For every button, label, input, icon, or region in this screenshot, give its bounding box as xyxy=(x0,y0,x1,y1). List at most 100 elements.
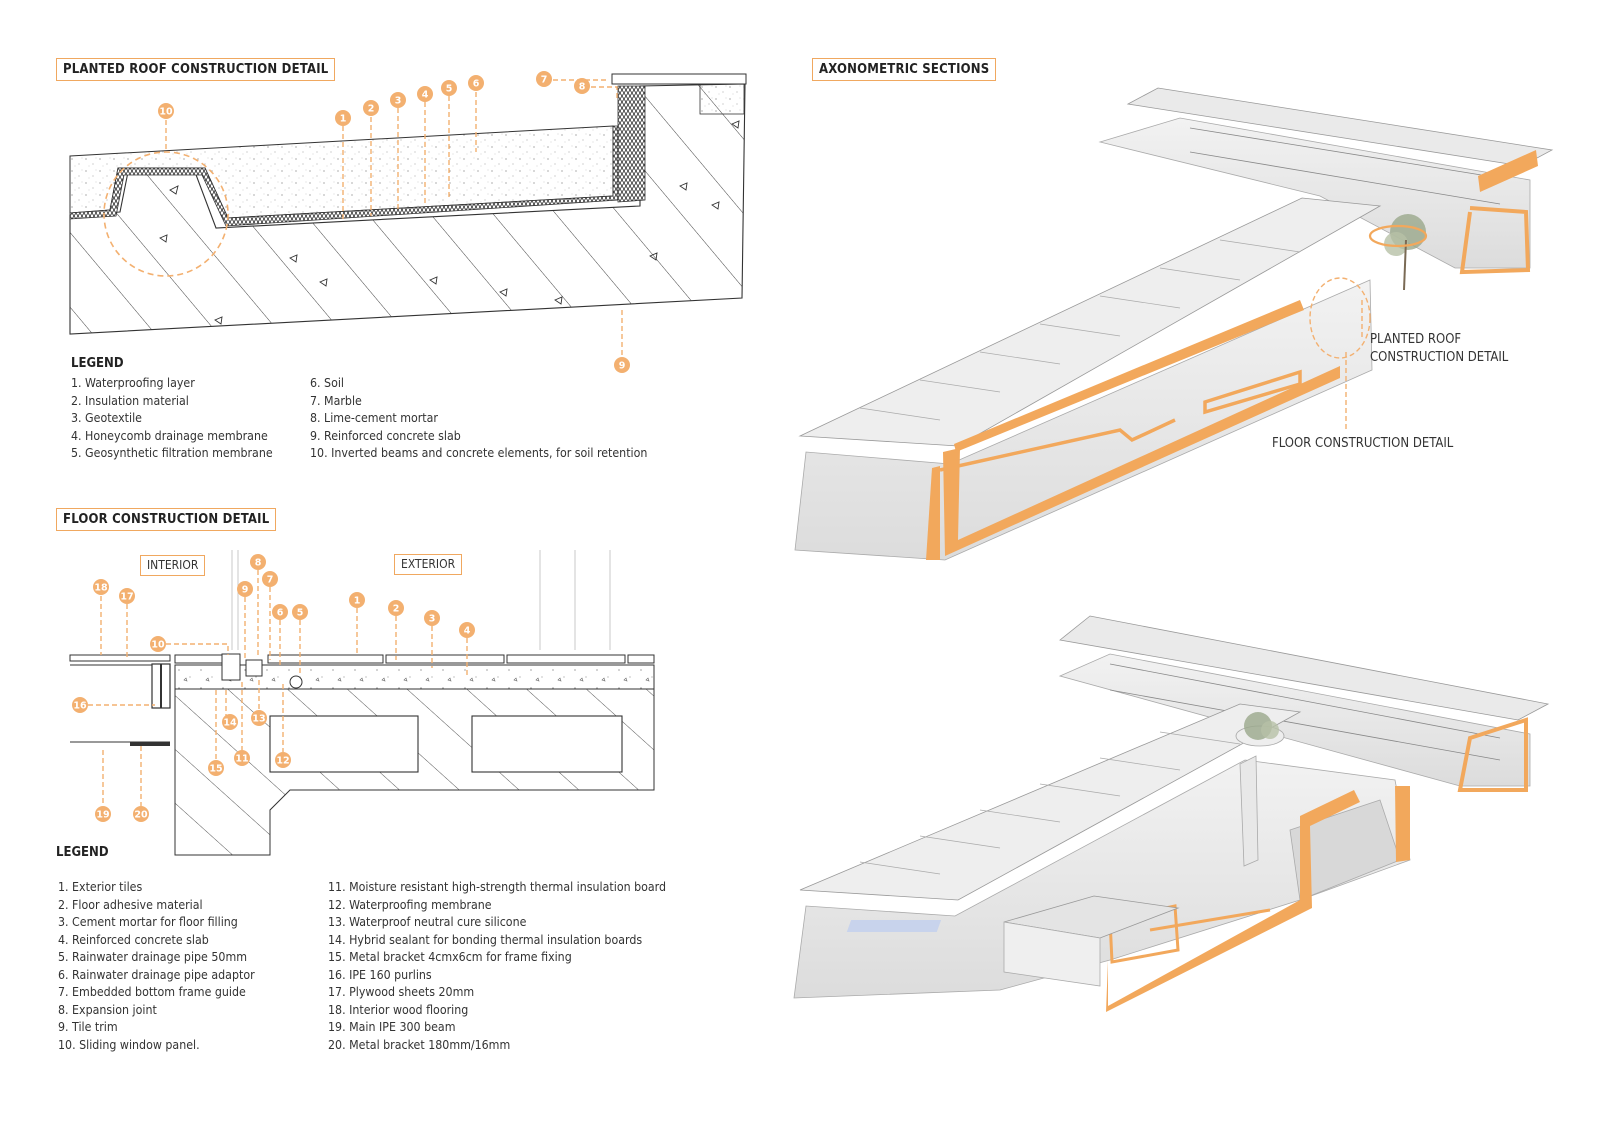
floor-badge-19: 19 xyxy=(95,806,111,822)
roof-badge-4: 4 xyxy=(417,86,433,102)
floor-badge-20: 20 xyxy=(133,806,149,822)
legend-item: 4. Honeycomb drainage membrane xyxy=(71,428,268,443)
floor-badge-17: 17 xyxy=(119,588,135,604)
legend-item: 8. Lime-cement mortar xyxy=(310,411,438,425)
svg-text:20: 20 xyxy=(134,810,148,821)
floor-badge-16: 16 xyxy=(72,697,88,713)
legend-item: 7. Embedded bottom frame guide xyxy=(58,985,246,999)
svg-text:13: 13 xyxy=(252,714,265,725)
svg-text:4: 4 xyxy=(464,626,471,637)
exterior-label: EXTERIOR xyxy=(394,554,463,575)
floor-badge-13: 13 xyxy=(251,710,267,726)
legend-item: 16. IPE 160 purlins xyxy=(328,967,432,982)
svg-text:10: 10 xyxy=(151,640,165,651)
callout-roof-detail: PLANTED ROOF CONSTRUCTION DETAIL xyxy=(1370,331,1508,367)
legend-item: 11. Moisture resistant high-strength the… xyxy=(328,880,667,894)
floor-badge-18: 18 xyxy=(93,579,109,595)
floor-badge-8: 8 xyxy=(250,554,266,570)
floor-badge-3: 3 xyxy=(424,610,440,626)
svg-text:17: 17 xyxy=(120,592,133,603)
legend-item: 8. Expansion joint xyxy=(58,1002,157,1017)
legend-item: 18. Interior wood flooring xyxy=(328,1002,469,1017)
svg-text:9: 9 xyxy=(619,361,626,372)
axo-section-upper xyxy=(794,87,1554,561)
svg-text:19: 19 xyxy=(96,810,109,821)
floor-badge-11: 11 xyxy=(234,750,250,766)
svg-text:10: 10 xyxy=(159,107,173,118)
svg-text:8: 8 xyxy=(579,82,586,93)
floor-badge-10: 10 xyxy=(150,636,166,652)
svg-text:6: 6 xyxy=(277,608,284,619)
svg-text:5: 5 xyxy=(297,608,304,619)
legend-item: 13. Waterproof neutral cure silicone xyxy=(328,915,527,929)
legend-item: 5. Rainwater drainage pipe 50mm xyxy=(58,950,248,964)
callout-floor-detail: FLOOR CONSTRUCTION DETAIL xyxy=(1272,436,1454,451)
legend-item: 6. Soil xyxy=(310,376,345,390)
roof-badge-5: 5 xyxy=(441,80,457,96)
legend-item: 20. Metal bracket 180mm/16mm xyxy=(328,1037,511,1052)
legend-item: 12. Waterproofing membrane xyxy=(328,897,492,912)
legend-item: 7. Marble xyxy=(310,393,362,408)
svg-text:9: 9 xyxy=(242,585,249,596)
svg-text:2: 2 xyxy=(368,104,375,115)
floor-badge-12: 12 xyxy=(275,752,291,768)
svg-text:3: 3 xyxy=(429,614,436,625)
floor-badge-7: 7 xyxy=(262,571,278,587)
svg-text:7: 7 xyxy=(541,75,548,86)
floor-detail-title: FLOOR CONSTRUCTION DETAIL xyxy=(56,508,277,531)
legend-item: 6. Rainwater drainage pipe adaptor xyxy=(58,967,255,982)
axonometric-title: AXONOMETRIC SECTIONS xyxy=(812,58,997,81)
roof-badge-1: 1 xyxy=(335,110,351,126)
legend-item: 3. Cement mortar for floor filling xyxy=(58,915,238,929)
svg-text:12: 12 xyxy=(276,756,289,767)
floor-badge-2: 2 xyxy=(388,600,404,616)
legend-item: 14. Hybrid sealant for bonding thermal i… xyxy=(328,932,643,947)
svg-text:14: 14 xyxy=(223,718,237,729)
svg-text:5: 5 xyxy=(446,84,453,95)
svg-text:8: 8 xyxy=(255,558,262,569)
legend-item: 1. Waterproofing layer xyxy=(71,376,195,390)
legend-item: 9. Reinforced concrete slab xyxy=(310,428,461,443)
legend-item: 1. Exterior tiles xyxy=(58,880,143,894)
legend-item: 10. Inverted beams and concrete elements… xyxy=(310,446,648,460)
roof-detail-title: PLANTED ROOF CONSTRUCTION DETAIL xyxy=(56,58,336,81)
legend-item: 9. Tile trim xyxy=(58,1020,118,1034)
roof-legend-col1: 1. Waterproofing layer 2. Insulation mat… xyxy=(71,375,273,463)
svg-text:6: 6 xyxy=(473,79,480,90)
floor-badge-15: 15 xyxy=(208,760,224,776)
axo-section-lower xyxy=(793,615,1550,1012)
interior-label: INTERIOR xyxy=(140,555,206,576)
svg-text:7: 7 xyxy=(267,575,274,586)
floor-badge-5: 5 xyxy=(292,604,308,620)
legend-item: 19. Main IPE 300 beam xyxy=(328,1020,456,1034)
svg-text:1: 1 xyxy=(354,596,361,607)
floor-legend-col1: 1. Exterior tiles 2. Floor adhesive mate… xyxy=(58,879,255,1054)
legend-item: 15. Metal bracket 4cmx6cm for frame fixi… xyxy=(328,950,572,964)
floor-badge-1: 1 xyxy=(349,592,365,608)
roof-badge-2: 2 xyxy=(363,100,379,116)
floor-badge-4: 4 xyxy=(459,622,475,638)
legend-item: 3. Geotextile xyxy=(71,411,142,425)
svg-text:16: 16 xyxy=(73,701,87,712)
svg-text:15: 15 xyxy=(209,764,222,775)
legend-item: 2. Floor adhesive material xyxy=(58,897,203,912)
callout-roof-line1: PLANTED ROOF xyxy=(1370,332,1462,347)
svg-text:18: 18 xyxy=(94,583,108,594)
svg-text:1: 1 xyxy=(340,114,347,125)
svg-text:2: 2 xyxy=(393,604,400,615)
roof-badge-6: 6 xyxy=(468,75,484,91)
floor-badge-6: 6 xyxy=(272,604,288,620)
roof-badge-9: 9 xyxy=(614,357,630,373)
legend-item: 5. Geosynthetic filtration membrane xyxy=(71,446,273,460)
legend-item: 17. Plywood sheets 20mm xyxy=(328,985,475,999)
roof-badge-3: 3 xyxy=(390,92,406,108)
callout-roof-line2: CONSTRUCTION DETAIL xyxy=(1370,350,1509,365)
legend-item: 2. Insulation material xyxy=(71,393,189,408)
floor-legend-col2: 11. Moisture resistant high-strength the… xyxy=(328,879,666,1054)
svg-text:11: 11 xyxy=(235,754,248,765)
floor-badge-14: 14 xyxy=(222,714,238,730)
